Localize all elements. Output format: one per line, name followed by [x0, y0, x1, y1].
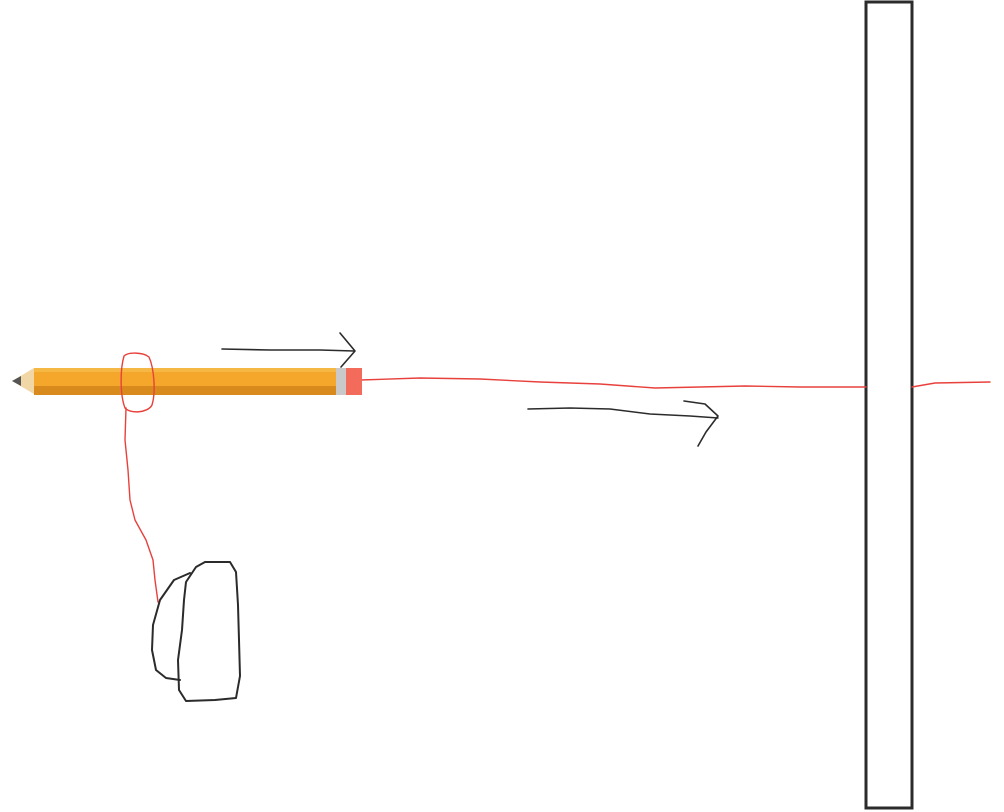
pencil-eraser	[346, 368, 362, 395]
pencil	[12, 368, 362, 395]
pencil-ferrule	[336, 368, 346, 395]
wall-post	[866, 2, 912, 808]
pencil-body-stripe-bottom	[34, 386, 336, 395]
pencil-body-stripe-top	[34, 368, 336, 372]
